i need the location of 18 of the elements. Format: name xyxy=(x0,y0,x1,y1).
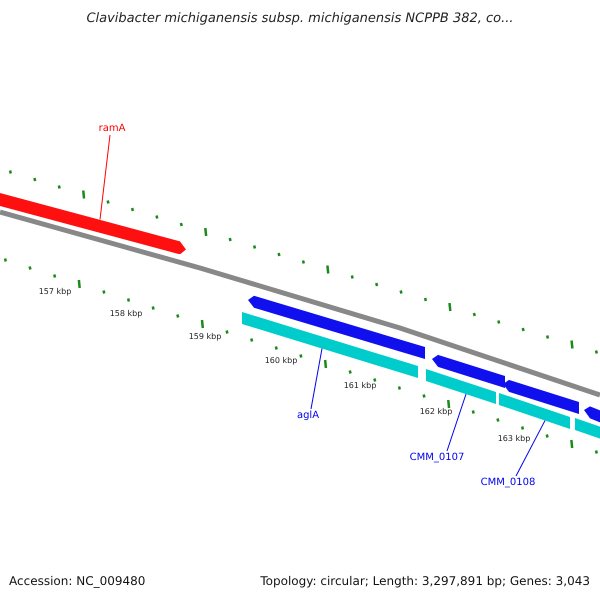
leader-line xyxy=(310,348,322,410)
leader-line xyxy=(100,134,110,220)
gene-label: CMM_0108 xyxy=(480,476,536,489)
gene-feature xyxy=(242,312,418,378)
footer-text: Topology: circular; Length: 3,297,891 bp; Genes: 3,043 xyxy=(260,574,590,588)
gene-feature xyxy=(426,369,496,404)
title: Clavibacter michiganensis subsp. michiganensis NCPPB 382, co... xyxy=(86,11,514,26)
leader-line xyxy=(446,394,466,452)
gene-label: CMM_0107 xyxy=(410,451,464,464)
scale-label: 158 kbp xyxy=(110,309,142,319)
gene-label: ramA xyxy=(98,122,126,135)
scale-label: 160 kbp xyxy=(264,356,298,366)
gene-feature xyxy=(0,192,186,254)
gene-label: aglA xyxy=(296,409,320,422)
gene-feature xyxy=(499,393,570,429)
leader-line xyxy=(516,420,546,476)
scale-label: 157 kbp xyxy=(38,287,72,297)
footer-text: Accession: NC_009480 xyxy=(9,574,146,588)
